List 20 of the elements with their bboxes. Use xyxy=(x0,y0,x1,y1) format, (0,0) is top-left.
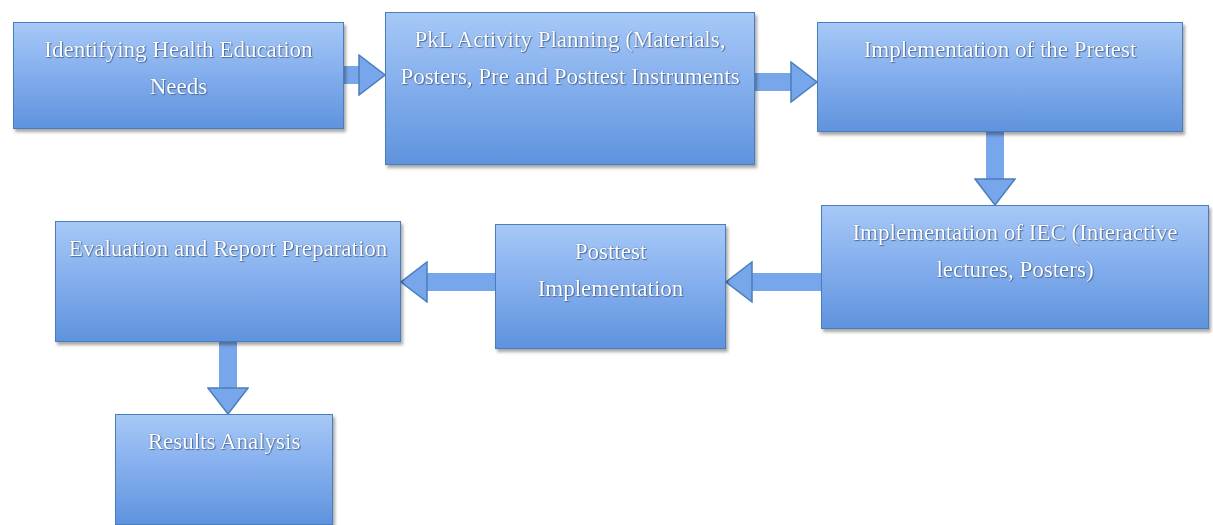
block-arrow xyxy=(725,261,821,303)
step-label: Implementation of the Pretest xyxy=(863,36,1137,64)
block-arrow xyxy=(344,54,386,96)
block-arrow xyxy=(207,342,249,415)
block-arrow xyxy=(755,61,818,103)
process-box xyxy=(821,205,1209,329)
process-box xyxy=(55,221,401,342)
block-arrow xyxy=(400,261,495,303)
step-label: Identifying Health Education Needs xyxy=(43,36,314,101)
process-box xyxy=(115,414,333,525)
step-label: PkL Activity Planning (Materials, Posters, Pre and Posttest Instruments xyxy=(399,26,741,91)
block-arrow xyxy=(974,132,1016,206)
step-label: Posttest Implementation xyxy=(536,238,685,303)
step-label: Evaluation and Report Preparation xyxy=(68,235,388,263)
process-box xyxy=(817,22,1183,132)
process-box xyxy=(495,224,726,349)
step-label: Results Analysis xyxy=(147,428,301,456)
process-box xyxy=(13,22,344,129)
step-label: Implementation of IEC (Interactive lectures, Posters) xyxy=(851,219,1179,284)
process-box xyxy=(385,12,755,165)
